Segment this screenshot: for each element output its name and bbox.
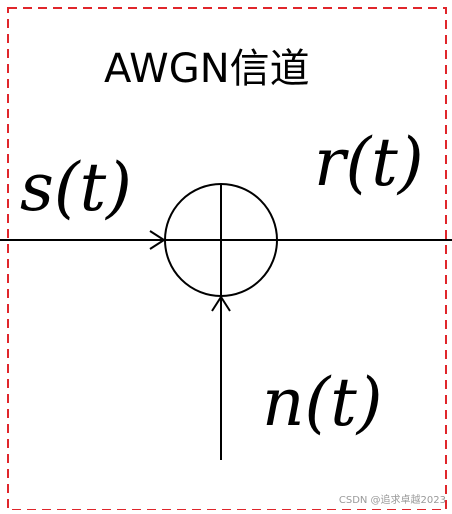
noise-signal-label: n(t) — [262, 364, 383, 441]
noise-arrowhead — [211, 295, 231, 312]
input-signal-label: s(t) — [20, 149, 132, 226]
output-signal-label: r(t) — [314, 124, 424, 201]
diagram-title: AWGN信道 — [104, 46, 310, 92]
watermark: CSDN @追求卓越2023 — [338, 495, 446, 506]
